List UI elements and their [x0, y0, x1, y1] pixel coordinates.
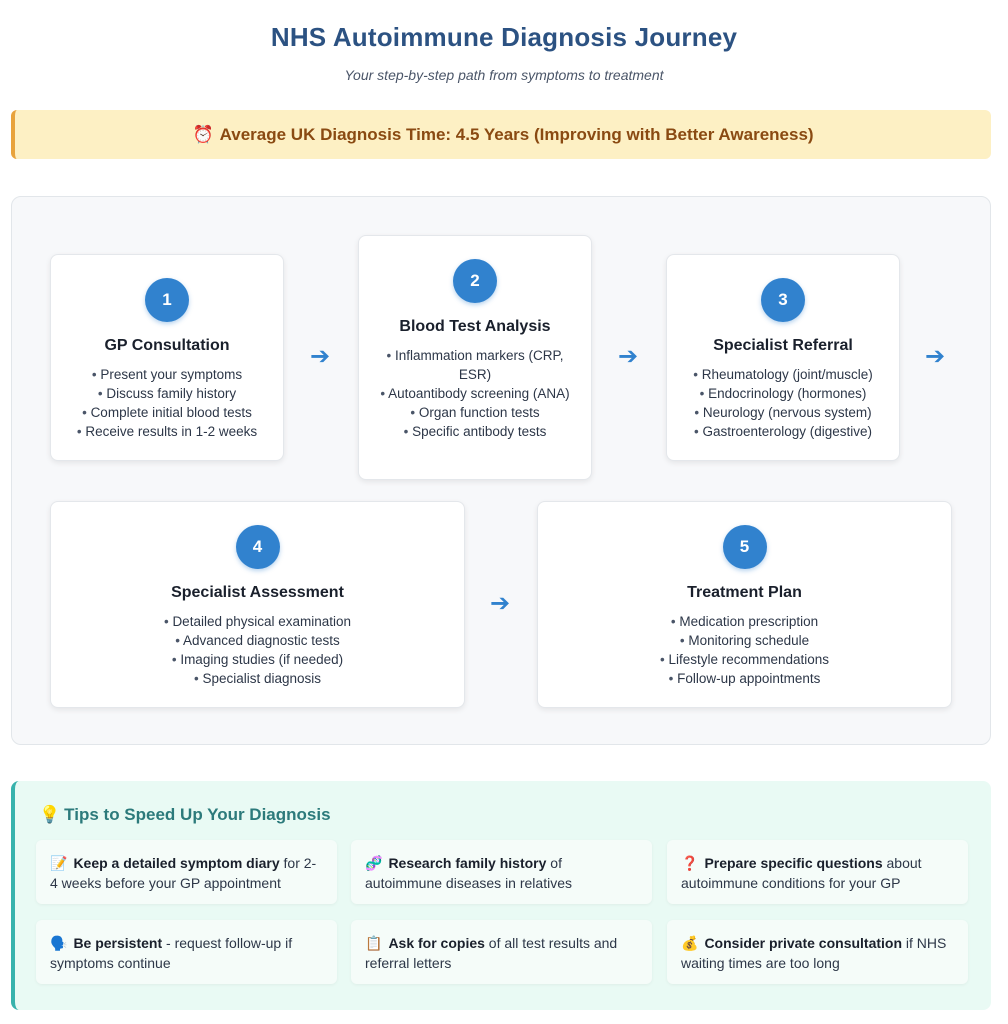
step-title: Specialist Referral — [713, 337, 853, 354]
step-number-badge: 3 — [761, 278, 805, 322]
list-item: Neurology (nervous system) — [681, 403, 885, 422]
list-item: Present your symptoms — [65, 365, 269, 384]
step-title: Treatment Plan — [687, 584, 802, 601]
list-item: Autoantibody screening (ANA) — [373, 384, 577, 403]
tip-card-family-history: 🧬 Research family history of autoimmune d… — [351, 840, 652, 904]
step-list: Medication prescription Monitoring sched… — [538, 612, 951, 688]
tip-bold: Prepare specific questions — [704, 855, 883, 871]
tip-text: if NHS waiting times are too long — [681, 935, 947, 971]
step-list: Rheumatology (joint/muscle) Endocrinolog… — [667, 365, 899, 441]
page-title: NHS Autoimmune Diagnosis Journey — [270, 22, 738, 52]
alarm-clock-icon: ⏰ — [192, 124, 214, 144]
memo-icon: 📝 — [50, 855, 68, 871]
list-item: Specialist diagnosis — [65, 669, 450, 688]
list-item: Complete initial blood tests — [65, 403, 269, 422]
money-bag-icon: 💰 — [681, 935, 699, 951]
list-item: Endocrinology (hormones) — [681, 384, 885, 403]
tip-text: for 2-4 weeks before your GP appointment — [50, 855, 317, 891]
step-list: Inflammation markers (CRP, ESR) Autoanti… — [359, 346, 591, 441]
tip-bold: Consider private consultation — [704, 935, 903, 951]
diagnosis-time-banner: ⏰ Average UK Diagnosis Time: 4.5 Years (… — [11, 110, 991, 159]
journey-flow-panel: 1 GP Consultation Present your symptoms … — [11, 196, 991, 745]
step-card-treatment-plan: 5 Treatment Plan Medication prescription… — [537, 501, 952, 708]
tip-card-be-persistent: 🗣️ Be persistent - request follow-up if s… — [36, 920, 337, 984]
step-list: Present your symptoms Discuss family his… — [51, 365, 283, 441]
question-mark-icon: ❓ — [681, 855, 699, 871]
step-list: Detailed physical examination Advanced d… — [51, 612, 464, 688]
step-number-badge: 5 — [722, 525, 767, 569]
list-item: Follow-up appointments — [552, 669, 937, 688]
banner-text: Average UK Diagnosis Time: 4.5 Years (Im… — [219, 124, 814, 144]
tip-bold: Keep a detailed symptom diary — [73, 855, 280, 871]
list-item: Advanced diagnostic tests — [65, 631, 450, 650]
arrow-right-icon: ➔ — [310, 343, 331, 370]
tip-bold: Ask for copies — [388, 935, 485, 951]
step-card-blood-test-analysis: 2 Blood Test Analysis Inflammation marke… — [358, 235, 592, 480]
tip-card-symptom-diary: 📝 Keep a detailed symptom diary for 2-4 w… — [36, 840, 337, 904]
tip-text: of all test results and referral letters — [365, 935, 618, 971]
step-number-badge: 1 — [145, 278, 189, 322]
tip-text: of autoimmune diseases in relatives — [365, 855, 572, 891]
arrow-right-icon: ➔ — [490, 590, 511, 617]
tips-heading: 💡 Tips to Speed Up Your Diagnosis — [39, 805, 331, 825]
step-card-gp-consultation: 1 GP Consultation Present your symptoms … — [50, 254, 284, 461]
list-item: Specific antibody tests — [373, 422, 577, 441]
arrow-right-icon: ➔ — [618, 343, 639, 370]
lightbulb-icon: 💡 — [39, 805, 61, 824]
list-item: Organ function tests — [373, 403, 577, 422]
tips-title: Tips to Speed Up Your Diagnosis — [64, 805, 331, 824]
tip-text: about autoimmune conditions for your GP — [681, 855, 922, 891]
tip-bold: Research family history — [388, 855, 547, 871]
tip-text: - request follow-up if symptoms continue — [50, 935, 293, 971]
dna-icon: 🧬 — [365, 855, 383, 871]
list-item: Imaging studies (if needed) — [65, 650, 450, 669]
clipboard-icon: 📋 — [365, 935, 383, 951]
list-item: Receive results in 1-2 weeks — [65, 422, 269, 441]
list-item: Rheumatology (joint/muscle) — [681, 365, 885, 384]
tip-card-ask-for-copies: 📋 Ask for copies of all test results and … — [351, 920, 652, 984]
page-subtitle: Your step-by-step path from symptoms to … — [344, 67, 664, 83]
list-item: Lifestyle recommendations — [552, 650, 937, 669]
tip-card-specific-questions: ❓ Prepare specific questions about autoim… — [667, 840, 968, 904]
list-item: Gastroenterology (digestive) — [681, 422, 885, 441]
tips-panel: 💡 Tips to Speed Up Your Diagnosis 📝 Keep … — [11, 781, 991, 1010]
list-item: Monitoring schedule — [552, 631, 937, 650]
arrow-right-icon: ➔ — [925, 343, 946, 370]
list-item: Inflammation markers (CRP, ESR) — [373, 346, 577, 384]
step-title: GP Consultation — [104, 337, 230, 354]
step-number-badge: 2 — [453, 259, 497, 303]
tip-bold: Be persistent — [73, 935, 163, 951]
step-card-specialist-referral: 3 Specialist Referral Rheumatology (join… — [666, 254, 900, 461]
list-item: Medication prescription — [552, 612, 937, 631]
tip-card-private-consultation: 💰 Consider private consultation if NHS wa… — [667, 920, 968, 984]
step-title: Specialist Assessment — [171, 584, 344, 601]
list-item: Detailed physical examination — [65, 612, 450, 631]
speaking-head-icon: 🗣️ — [50, 935, 68, 951]
step-title: Blood Test Analysis — [399, 318, 551, 335]
list-item: Discuss family history — [65, 384, 269, 403]
step-number-badge: 4 — [235, 525, 280, 569]
step-card-specialist-assessment: 4 Specialist Assessment Detailed physica… — [50, 501, 465, 708]
